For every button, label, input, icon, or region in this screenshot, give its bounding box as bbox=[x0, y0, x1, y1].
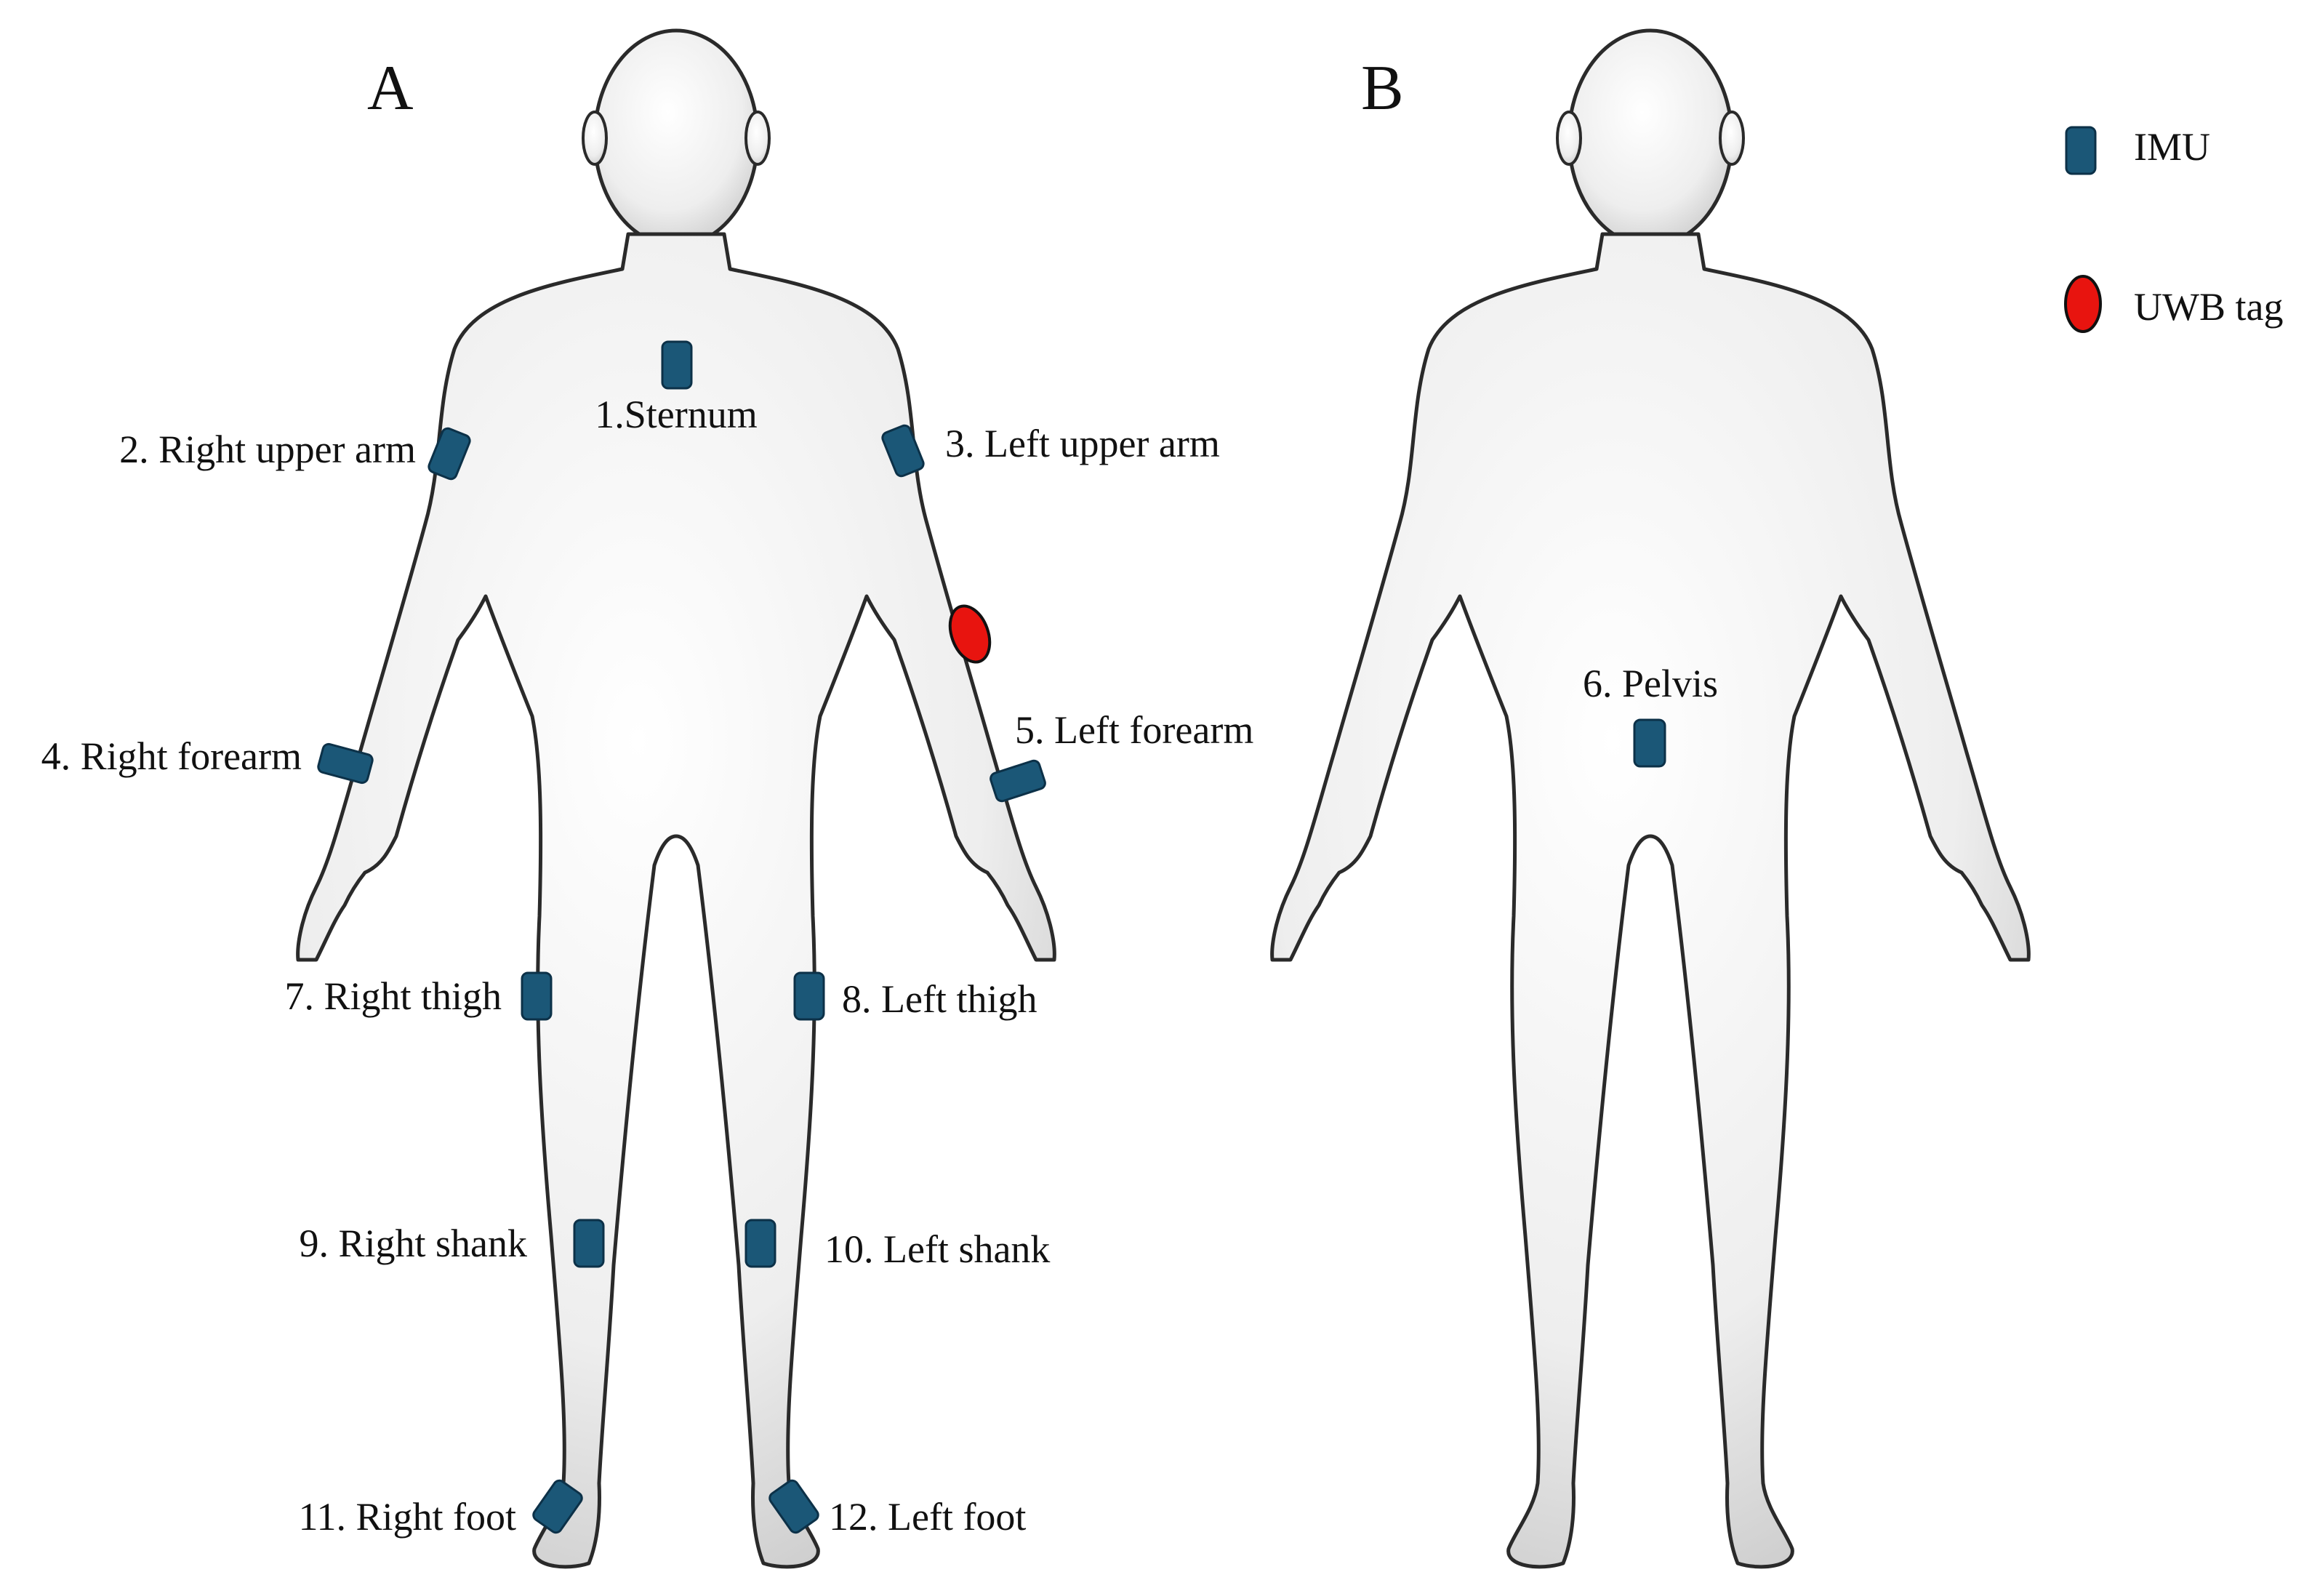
legend: IMU UWB tag bbox=[2064, 125, 2283, 333]
panel-label-front: A bbox=[367, 53, 414, 124]
imu-marker-left-forearm bbox=[990, 759, 1046, 803]
imu-marker-right-thigh bbox=[521, 971, 553, 1021]
imu-marker-left-shank bbox=[744, 1219, 776, 1268]
imu-marker-left-thigh bbox=[793, 971, 825, 1021]
imu-marker-left-upper-arm bbox=[881, 424, 925, 478]
label-pelvis: 6. Pelvis bbox=[1583, 662, 1718, 705]
front-body-figure bbox=[298, 31, 1055, 1567]
label-left-shank: 10. Left shank bbox=[824, 1227, 1050, 1271]
imu-marker-pelvis bbox=[1633, 718, 1666, 768]
imu-marker-sternum bbox=[661, 340, 693, 390]
back-body-figure bbox=[1272, 31, 2029, 1567]
legend-uwb-label: UWB tag bbox=[2134, 285, 2283, 329]
label-right-forearm: 4. Right forearm bbox=[41, 734, 302, 778]
legend-uwb-swatch bbox=[2064, 275, 2102, 333]
imu-marker-right-foot bbox=[532, 1479, 583, 1534]
label-right-upper-arm: 2. Right upper arm bbox=[119, 428, 416, 471]
label-left-upper-arm: 3. Left upper arm bbox=[945, 422, 1220, 465]
label-right-shank: 9. Right shank bbox=[299, 1222, 527, 1265]
imu-marker-right-forearm bbox=[317, 742, 374, 785]
label-left-foot: 12. Left foot bbox=[829, 1495, 1026, 1539]
imu-marker-right-shank bbox=[573, 1219, 605, 1268]
legend-imu-swatch bbox=[2065, 126, 2097, 175]
legend-imu-label: IMU bbox=[2134, 125, 2210, 169]
panel-label-back: B bbox=[1361, 53, 1404, 124]
label-left-forearm: 5. Left forearm bbox=[1015, 708, 1253, 752]
label-right-foot: 11. Right foot bbox=[298, 1495, 516, 1539]
imu-marker-left-foot bbox=[768, 1479, 819, 1534]
imu-marker-right-upper-arm bbox=[428, 427, 471, 481]
label-right-thigh: 7. Right thigh bbox=[284, 974, 502, 1018]
label-left-thigh: 8. Left thigh bbox=[842, 977, 1037, 1021]
uwb-tag-marker bbox=[948, 604, 992, 664]
sensor-markers bbox=[317, 340, 1666, 1534]
label-sternum: 1.Sternum bbox=[595, 393, 758, 436]
